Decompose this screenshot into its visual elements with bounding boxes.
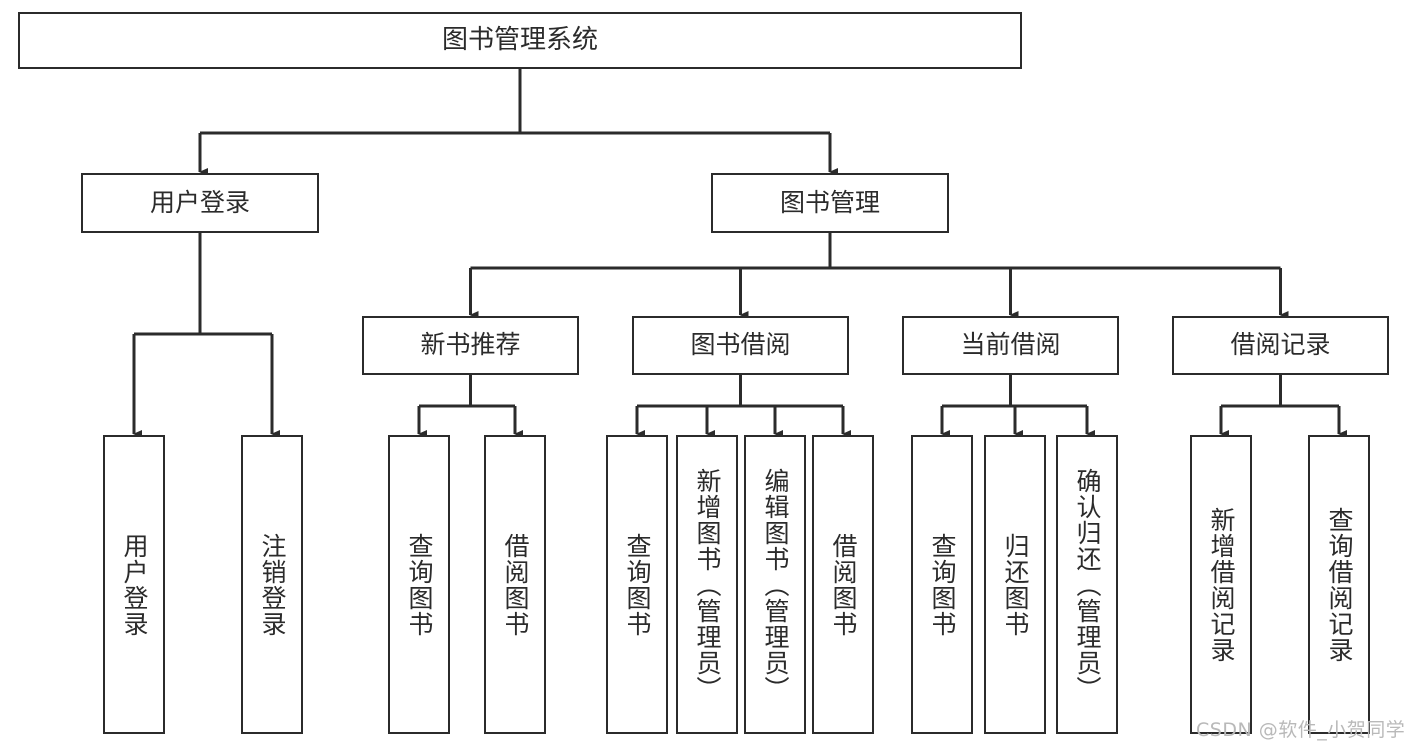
node-label-borrow-record: 借阅记录 xyxy=(1230,330,1331,360)
node-leaf-query-book-recommend[interactable]: 查询图书 xyxy=(388,435,450,734)
node-new-book-recommend[interactable]: 新书推荐 xyxy=(362,316,579,375)
node-label-leaf-add-borrow-record: 新增借阅记录 xyxy=(1207,506,1236,663)
node-label-leaf-edit-book-admin: 编辑图书（管理员） xyxy=(761,467,790,702)
node-current-borrow[interactable]: 当前借阅 xyxy=(902,316,1119,375)
node-borrow-record[interactable]: 借阅记录 xyxy=(1172,316,1389,375)
node-leaf-return-book[interactable]: 归还图书 xyxy=(984,435,1046,734)
node-label-current-borrow: 当前借阅 xyxy=(960,330,1061,360)
node-label-book-borrow: 图书借阅 xyxy=(690,330,791,360)
node-leaf-query-borrow-record[interactable]: 查询借阅记录 xyxy=(1308,435,1370,734)
node-leaf-confirm-return-admin[interactable]: 确认归还（管理员） xyxy=(1056,435,1118,734)
edge-group xyxy=(132,69,1347,438)
node-label-user-login: 用户登录 xyxy=(149,187,250,217)
node-label-leaf-user-login: 用户登录 xyxy=(120,532,149,637)
node-label-leaf-confirm-return-admin: 确认归还（管理员） xyxy=(1073,467,1102,702)
node-book-borrow[interactable]: 图书借阅 xyxy=(632,316,849,375)
node-leaf-add-borrow-record[interactable]: 新增借阅记录 xyxy=(1190,435,1252,734)
node-leaf-logout[interactable]: 注销登录 xyxy=(241,435,303,734)
node-book-manage[interactable]: 图书管理 xyxy=(711,173,949,233)
node-label-leaf-query-book-recommend: 查询图书 xyxy=(405,532,434,637)
node-label-leaf-borrow-book-recommend: 借阅图书 xyxy=(501,532,530,637)
node-root[interactable]: 图书管理系统 xyxy=(18,12,1022,69)
node-leaf-user-login[interactable]: 用户登录 xyxy=(103,435,165,734)
node-leaf-query-book-borrow[interactable]: 查询图书 xyxy=(606,435,668,734)
node-leaf-borrow-book[interactable]: 借阅图书 xyxy=(812,435,874,734)
node-leaf-borrow-book-recommend[interactable]: 借阅图书 xyxy=(484,435,546,734)
node-label-leaf-query-book-borrow: 查询图书 xyxy=(623,532,652,637)
node-label-leaf-add-book-admin: 新增图书（管理员） xyxy=(693,467,722,702)
node-label-book-manage: 图书管理 xyxy=(779,187,880,217)
node-label-leaf-query-book-current: 查询图书 xyxy=(928,532,957,637)
node-label-leaf-borrow-book: 借阅图书 xyxy=(829,532,858,637)
node-label-new-book-recommend: 新书推荐 xyxy=(420,330,521,360)
node-user-login[interactable]: 用户登录 xyxy=(81,173,319,233)
node-label-root: 图书管理系统 xyxy=(441,24,598,55)
node-leaf-add-book-admin[interactable]: 新增图书（管理员） xyxy=(676,435,738,734)
node-leaf-edit-book-admin[interactable]: 编辑图书（管理员） xyxy=(744,435,806,734)
node-label-leaf-query-borrow-record: 查询借阅记录 xyxy=(1325,506,1354,663)
node-label-leaf-return-book: 归还图书 xyxy=(1001,532,1030,637)
node-label-leaf-logout: 注销登录 xyxy=(258,532,287,637)
node-leaf-query-book-current[interactable]: 查询图书 xyxy=(911,435,973,734)
